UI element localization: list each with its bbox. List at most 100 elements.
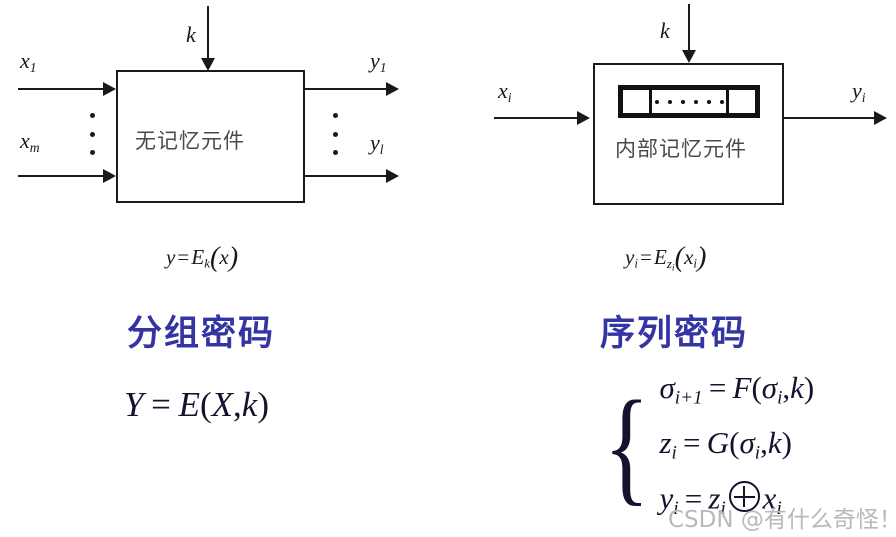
eq3-eq: = [684, 480, 703, 516]
sc-formula-lhs-sub: i [634, 255, 638, 271]
eq3-lhs: y [659, 480, 674, 516]
output-y1-sub: 1 [379, 59, 387, 75]
input-xm-sub: m [29, 139, 40, 155]
stream-cipher-title: 序列密码 [600, 314, 749, 354]
sc-formula-arg-sub: i [693, 255, 698, 271]
system-brace: { [603, 375, 650, 517]
sc-formula-fn-sub-base: z [666, 255, 672, 271]
eq3-arg2-sub: i [776, 498, 782, 520]
output-yi-arrowhead [874, 111, 887, 125]
input-xi-arrowhead [577, 111, 590, 125]
eq1-open-paren: ( [751, 370, 762, 405]
input-x1-sub: 1 [29, 59, 37, 75]
output-yl-line [305, 175, 389, 177]
input-ellipsis-dots [90, 113, 95, 155]
eq2-close-paren: ) [781, 424, 792, 460]
eq2-eq: = [683, 424, 701, 460]
input-xm-arrowhead [103, 169, 116, 183]
bcbf-fn: E [178, 385, 200, 424]
bcbf-comma: , [233, 385, 242, 424]
input-x1-base: x [20, 48, 30, 73]
output-y1-line [305, 88, 389, 90]
input-xm-line [18, 175, 105, 177]
eq2-lhs-sub: i [671, 441, 677, 463]
bc-formula-open-paren: ( [209, 241, 220, 273]
shift-register [618, 85, 760, 118]
eq1-arg1: σ [761, 370, 778, 405]
left-key-arrowhead [201, 58, 215, 71]
output-yl-base: y [370, 130, 380, 155]
left-key-line [207, 6, 209, 60]
sc-formula-fn-sub: zi [666, 255, 675, 274]
xor-icon [728, 481, 760, 512]
bc-formula-lhs: y [166, 245, 176, 269]
output-yi-sub: i [861, 89, 866, 105]
shift-register-cell-right [729, 90, 755, 113]
bcbf-arg2: k [241, 385, 258, 424]
system-equation-line-2: zi=G(σi,k) [659, 427, 814, 463]
eq3-arg1: z [708, 480, 721, 516]
bcbf-close-paren: ) [257, 385, 269, 424]
eq3-arg1-sub: i [720, 498, 726, 520]
eq3-arg2: x [762, 480, 777, 516]
right-key-line [688, 4, 690, 52]
eq2-arg1-sub: i [754, 441, 761, 463]
left-key-label: k [186, 22, 196, 47]
internal-memory-element-label: 内部记忆元件 [615, 137, 747, 161]
shift-register-cell-middle [649, 90, 729, 113]
eq1-close-paren: ) [803, 370, 815, 405]
eq1-lhs: σ [659, 370, 675, 405]
bcbf-arg1: X [211, 385, 234, 424]
memoryless-element-label: 无记忆元件 [135, 129, 245, 153]
system-equation-line-1: σi+1=F(σi,k) [659, 372, 814, 408]
bc-formula-fn-sub: k [204, 255, 210, 271]
eq1-fn: F [732, 370, 752, 405]
bcbf-open-paren: ( [199, 385, 212, 424]
block-cipher-formula: y=Ek(x) [166, 240, 239, 273]
output-yl-label: yl [370, 130, 384, 158]
bc-formula-eq: = [177, 245, 190, 269]
input-xm-base: x [20, 128, 30, 153]
output-yi-base: y [852, 78, 862, 103]
sc-formula-arg: x [684, 245, 694, 269]
input-xi-sub: i [507, 89, 512, 105]
eq2-comma: , [760, 424, 768, 460]
input-xi-base: x [498, 78, 508, 103]
csdn-watermark: CSDN @有什么奇怪！ [668, 507, 896, 533]
eq1-arg1-sub: i [777, 387, 783, 409]
bc-formula-fn: E [191, 245, 205, 269]
eq2-lhs: z [659, 424, 672, 460]
sc-formula-lhs: y [625, 245, 635, 269]
eq1-arg2: k [790, 370, 804, 405]
eq3-lhs-sub: i [673, 498, 679, 520]
bc-formula-close-paren: ) [228, 241, 239, 273]
output-yi-label: yi [852, 78, 866, 106]
eq1-eq: = [708, 370, 727, 405]
output-yl-arrowhead [386, 169, 399, 183]
eq1-lhs-sub: i+1 [674, 387, 703, 409]
memoryless-element-box [116, 70, 305, 203]
input-x1-arrowhead [103, 82, 116, 96]
sc-formula-fn: E [653, 245, 667, 269]
eq2-open-paren: ( [729, 424, 740, 460]
eq1-comma: , [782, 370, 791, 405]
output-yl-sub: l [379, 141, 384, 157]
output-yi-line [784, 117, 877, 119]
sc-formula-open-paren: ( [674, 241, 685, 273]
block-cipher-title: 分组密码 [127, 314, 276, 354]
sc-formula-eq: = [640, 245, 652, 269]
block-cipher-big-formula: Y=E(X,k) [124, 385, 269, 425]
output-y1-label: y1 [370, 48, 387, 76]
bcbf-lhs: Y [124, 385, 144, 424]
stream-cipher-formula: yi=Ezi(xi) [625, 240, 706, 274]
shift-register-cell-left [623, 90, 649, 113]
output-ellipsis-dots [333, 113, 338, 155]
input-xi-line [494, 117, 579, 119]
input-xi-label: xi [498, 78, 512, 106]
bcbf-eq: = [151, 385, 171, 424]
output-y1-arrowhead [386, 82, 399, 96]
eq2-arg1: σ [739, 424, 755, 460]
